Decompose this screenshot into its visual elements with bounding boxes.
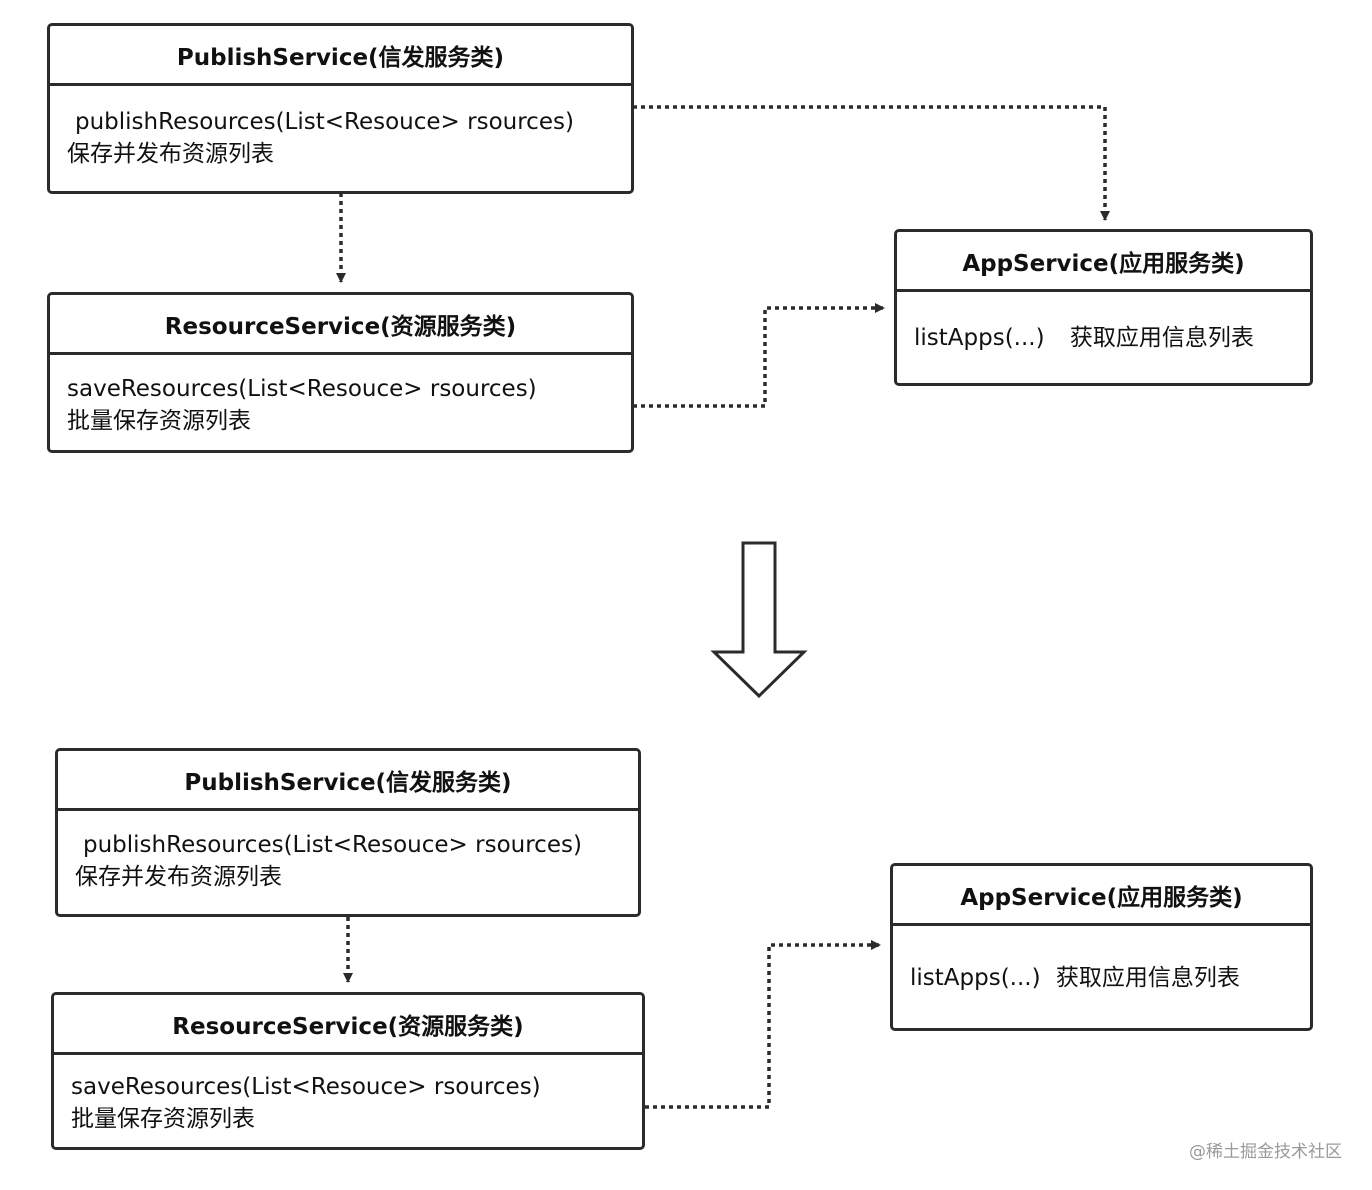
top-publish-service-box: PublishService(信发服务类) publishResources(L… bbox=[47, 23, 634, 194]
class-title: AppService(应用服务类) bbox=[897, 232, 1310, 292]
class-title: AppService(应用服务类) bbox=[893, 866, 1310, 926]
class-methods: saveResources(List<Resouce> rsources) 批量… bbox=[50, 355, 631, 437]
top-resource-to-app-arrow bbox=[633, 303, 885, 408]
class-title: ResourceService(资源服务类) bbox=[50, 295, 631, 355]
class-methods: saveResources(List<Resouce> rsources) 批量… bbox=[54, 1055, 642, 1135]
class-methods: publishResources(List<Resouce> rsources)… bbox=[50, 86, 631, 170]
method-signature: listApps(...) bbox=[914, 325, 1045, 351]
top-resource-service-box: ResourceService(资源服务类) saveResources(Lis… bbox=[47, 292, 634, 453]
top-publish-to-app-arrow bbox=[633, 105, 1110, 221]
class-methods: listApps(...) 获取应用信息列表 bbox=[897, 292, 1310, 354]
method-signature: publishResources(List<Resouce> rsources) bbox=[83, 832, 582, 858]
method-signature: listApps(...) bbox=[910, 965, 1041, 991]
class-methods: listApps(...) 获取应用信息列表 bbox=[893, 926, 1310, 994]
method-signature: saveResources(List<Resouce> rsources) bbox=[67, 376, 537, 402]
class-title: ResourceService(资源服务类) bbox=[54, 995, 642, 1055]
method-description: 获取应用信息列表 bbox=[1069, 325, 1254, 351]
bottom-resource-to-app-arrow bbox=[645, 940, 881, 1109]
method-signature: saveResources(List<Resouce> rsources) bbox=[71, 1074, 541, 1100]
top-app-service-box: AppService(应用服务类) listApps(...) 获取应用信息列表 bbox=[894, 229, 1313, 386]
method-description: 获取应用信息列表 bbox=[1055, 965, 1240, 991]
watermark: @稀土掘金技术社区 bbox=[1189, 1142, 1342, 1162]
method-description: 批量保存资源列表 bbox=[67, 408, 251, 434]
bottom-resource-service-box: ResourceService(资源服务类) saveResources(Lis… bbox=[51, 992, 645, 1150]
class-title: PublishService(信发服务类) bbox=[50, 26, 631, 86]
class-title: PublishService(信发服务类) bbox=[58, 751, 638, 811]
method-description: 保存并发布资源列表 bbox=[75, 864, 282, 890]
method-description: 批量保存资源列表 bbox=[71, 1106, 255, 1132]
bottom-publish-service-box: PublishService(信发服务类) publishResources(L… bbox=[55, 748, 641, 917]
bottom-app-service-box: AppService(应用服务类) listApps(...) 获取应用信息列表 bbox=[890, 863, 1313, 1031]
method-description: 保存并发布资源列表 bbox=[67, 141, 274, 167]
method-signature: publishResources(List<Resouce> rsources) bbox=[75, 109, 574, 135]
class-methods: publishResources(List<Resouce> rsources)… bbox=[58, 811, 638, 893]
transform-down-arrow bbox=[710, 541, 808, 699]
